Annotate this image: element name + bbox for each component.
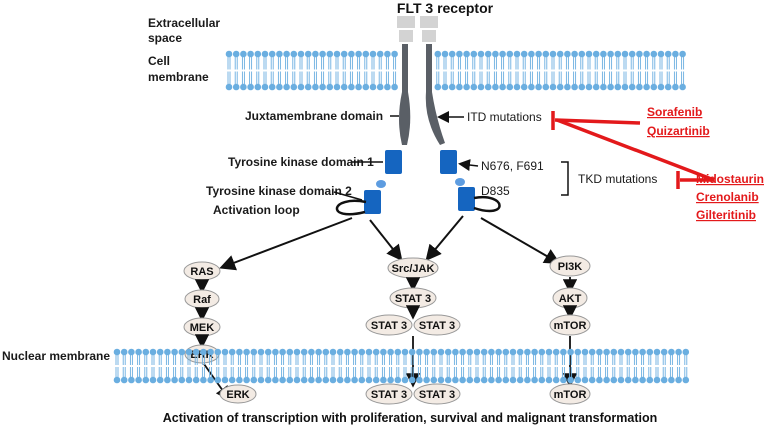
tkd-bracket	[561, 161, 569, 196]
tkd-sites-1-label: N676, F691	[481, 159, 544, 173]
node-stat3-label: STAT 3	[395, 293, 431, 305]
node-pi3k-label: PI3K	[558, 261, 583, 273]
node-stat3-nuclear-b	[413, 383, 461, 405]
tk-domain-1-label: Tyrosine kinase domain 1	[228, 155, 374, 169]
node-stat3-nuclear-a	[365, 383, 413, 405]
nuclear-membrane	[113, 348, 690, 384]
drug-gilteritinib: Gilteritinib	[696, 208, 756, 222]
cell-membrane-label-1: Cell	[148, 54, 170, 68]
node-stat3-dimer-b	[413, 314, 461, 336]
juxtamembrane-label: Juxtamembrane domain	[245, 109, 383, 123]
itd-mutations-label: ITD mutations	[467, 110, 542, 124]
node-akt-label: AKT	[559, 293, 582, 305]
node-mtor	[549, 314, 591, 336]
node-mek-label: MEK	[190, 322, 215, 334]
node-src-jak-label: Src/JAK	[392, 263, 435, 275]
node-mtor-label: mTOR	[554, 320, 587, 332]
tkd-sites-2-label: D835	[481, 184, 510, 198]
receptor-title: FLT 3 receptor	[397, 0, 494, 16]
node-raf-label: Raf	[193, 294, 211, 306]
receptor-extracellular	[397, 16, 438, 92]
juxtamembrane-domains	[399, 92, 445, 145]
extracellular-label-2: space	[148, 31, 182, 45]
cell-membrane	[225, 50, 686, 91]
footer-caption: Activation of transcription with prolife…	[163, 411, 658, 425]
drug-crenolanib: Crenolanib	[696, 190, 759, 204]
node-stat3-dimer-a	[365, 314, 413, 336]
extracellular-label-1: Extracellular	[148, 16, 220, 30]
pi3k-pathway: PI3K AKT mTOR mTOR	[549, 255, 591, 405]
node-stat3-dimer-b-label: STAT 3	[419, 320, 455, 332]
node-mtor-nuclear	[549, 383, 591, 405]
node-stat3-nuclear-a-label: STAT 3	[371, 389, 407, 401]
cell-membrane-label-2: membrane	[148, 70, 209, 84]
drug-quizartinib: Quizartinib	[647, 124, 710, 138]
drug-midostaurin: Midostaurin	[696, 172, 764, 186]
node-pi3k	[549, 255, 591, 277]
inhibitor-lines	[551, 111, 715, 189]
tk-domain-2-label: Tyrosine kinase domain 2	[206, 184, 352, 198]
node-erk-nuclear	[219, 384, 257, 404]
node-mtor-nuclear-label: mTOR	[554, 389, 587, 401]
jak-stat-pathway: Src/JAK STAT 3 STAT 3 STAT 3 STAT 3 STAT…	[365, 257, 461, 405]
node-erk-nuclear-label: ERK	[226, 389, 249, 401]
drug-sorafenib: Sorafenib	[647, 105, 702, 119]
node-stat3-dimer-a-label: STAT 3	[371, 320, 407, 332]
node-stat3-nuclear-b-label: STAT 3	[419, 389, 455, 401]
node-ras-label: RAS	[190, 266, 213, 278]
kinase-domains	[335, 150, 501, 216]
activation-loop-label: Activation loop	[213, 203, 300, 217]
tkd-mutations-label: TKD mutations	[578, 172, 657, 186]
nuclear-membrane-label: Nuclear membrane	[2, 349, 110, 363]
pathway-arrows	[219, 215, 561, 271]
